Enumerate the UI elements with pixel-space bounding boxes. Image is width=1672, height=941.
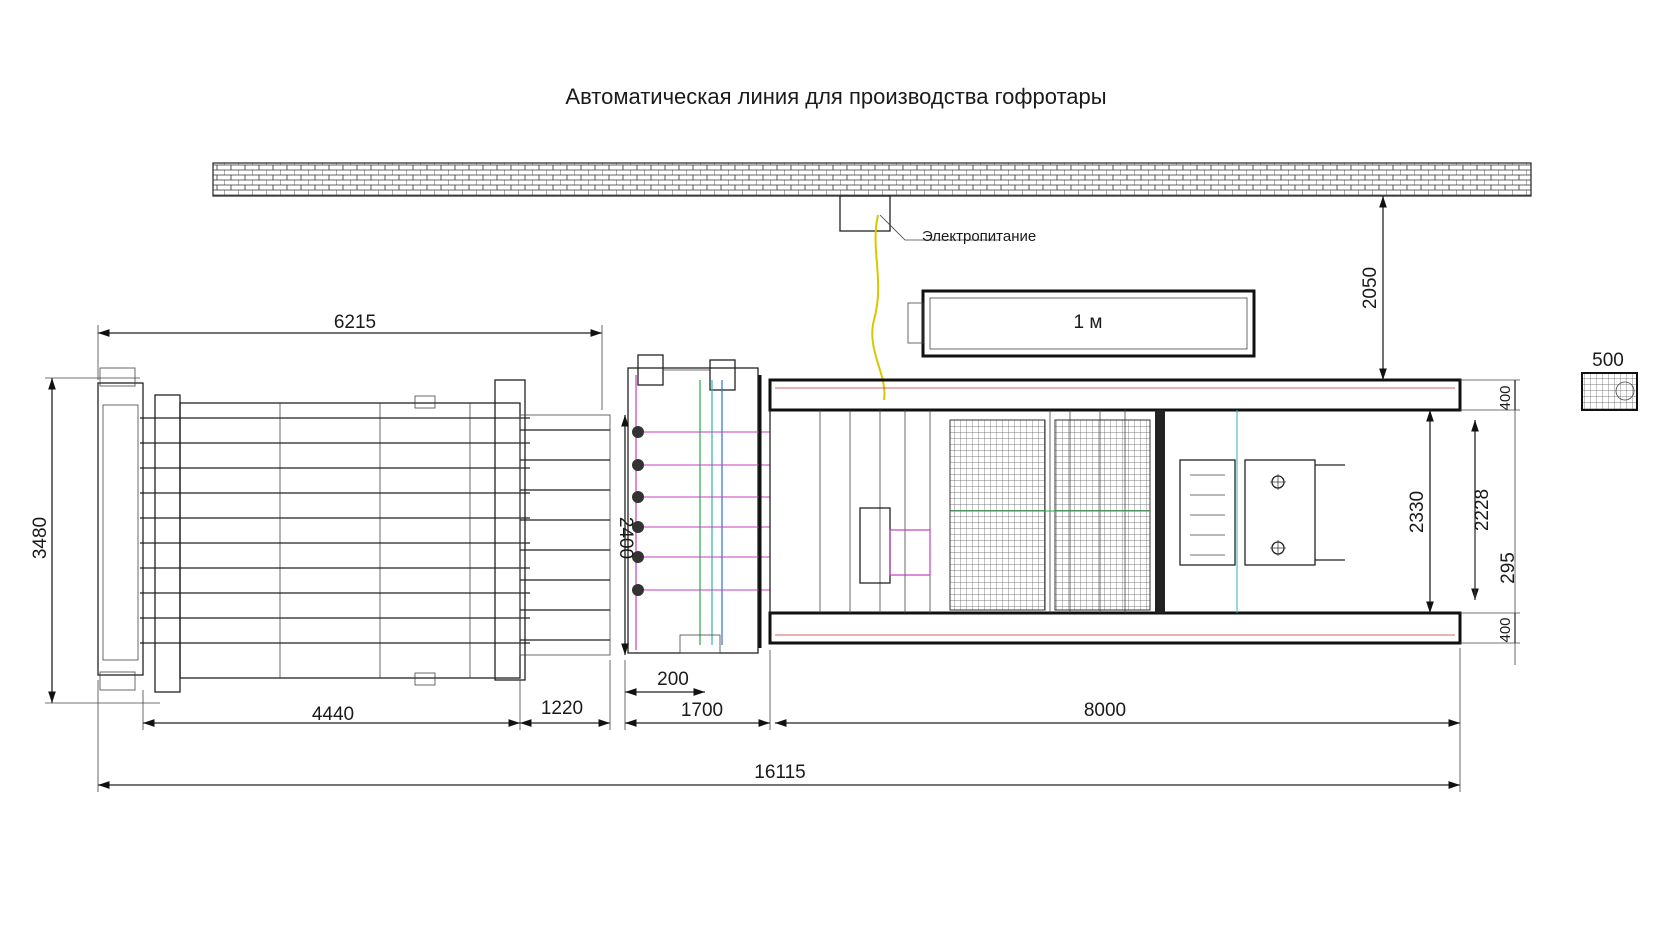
dim-inner-height: 2400 <box>615 517 636 559</box>
scale-bar-1m: 1 м <box>907 289 1256 358</box>
dim-conveyor-width: 2330 <box>1407 491 1428 533</box>
drawing-title: Автоматическая линия для производства го… <box>565 84 1106 109</box>
stacker-block <box>859 507 931 584</box>
dim-rail-top: 400 <box>1497 385 1514 410</box>
printing-unit <box>627 354 770 654</box>
dimension-lines <box>45 196 1520 792</box>
dim-overall-height: 3480 <box>30 517 51 559</box>
mesh-belt-2 <box>1054 419 1151 611</box>
dim-feeder-body: 4440 <box>312 704 354 725</box>
power-label: Электропитание <box>922 228 1036 245</box>
one-meter-label: 1 м <box>1074 312 1103 333</box>
dim-2228: 2228 <box>1472 489 1493 531</box>
dim-1700: 1700 <box>681 700 723 721</box>
brick-wall <box>212 162 1532 197</box>
conveyor-section <box>758 375 1462 648</box>
dim-rail-bottom: 400 <box>1497 617 1514 642</box>
dim-pallet: 500 <box>1592 350 1624 371</box>
feeder-unit <box>97 367 530 693</box>
output-table <box>1179 459 1345 566</box>
dim-1220: 1220 <box>541 698 583 719</box>
pallet-symbol: 500 <box>1581 350 1638 411</box>
mesh-belt-1 <box>949 419 1046 611</box>
fork-section <box>519 414 611 656</box>
dim-8000: 8000 <box>1084 700 1126 721</box>
dim-wall-distance: 2050 <box>1360 267 1381 309</box>
dim-overall-length: 16115 <box>754 762 805 783</box>
dim-feeder-length: 6215 <box>334 312 376 333</box>
feeder-rollers <box>140 417 530 644</box>
power-supply: Электропитание <box>839 195 1036 401</box>
dim-295: 295 <box>1498 552 1519 584</box>
dim-200: 200 <box>657 669 689 690</box>
